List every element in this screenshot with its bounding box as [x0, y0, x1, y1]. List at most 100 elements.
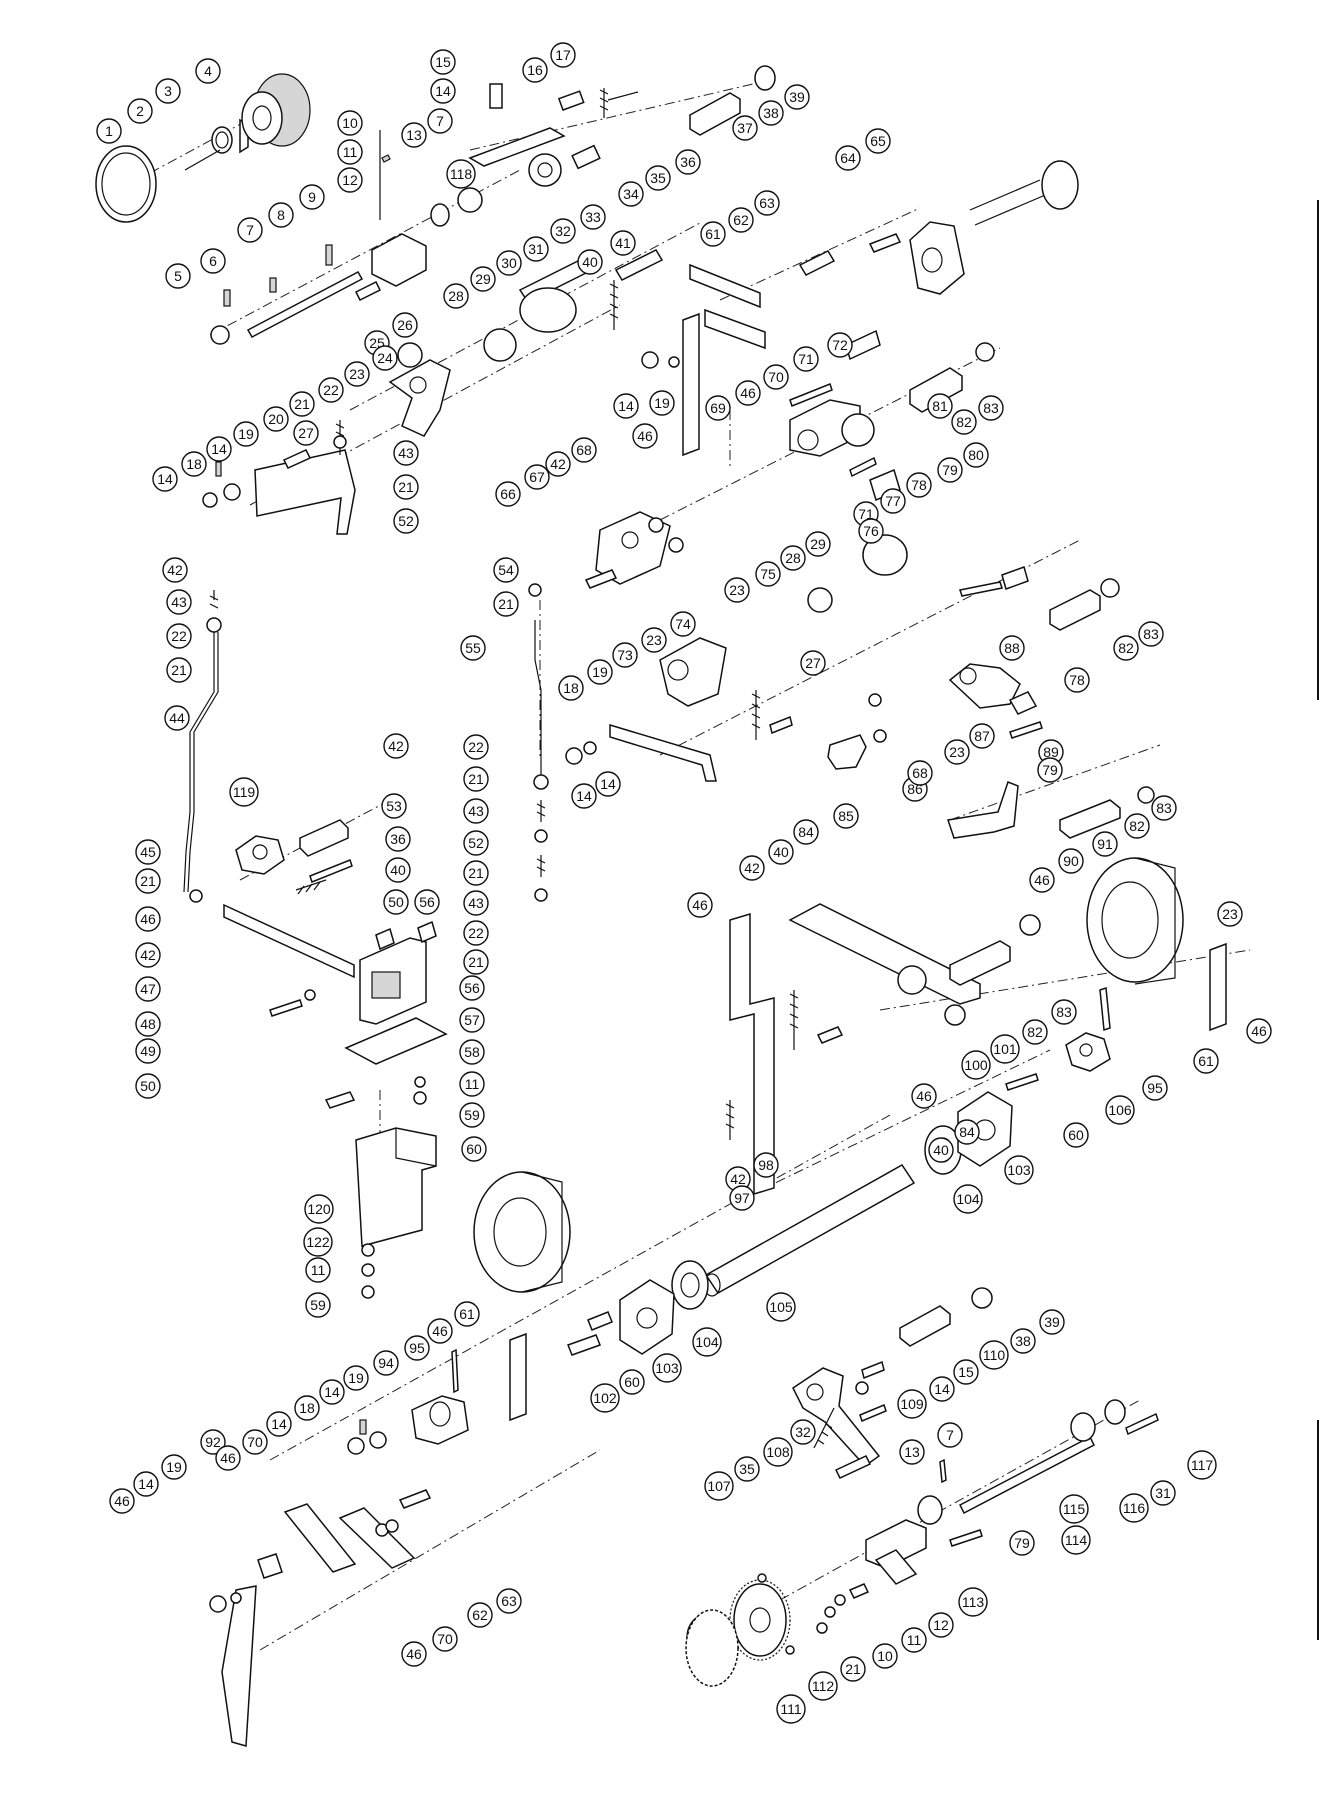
callout-bubble — [459, 1071, 485, 1097]
callout-number: 105 — [769, 1299, 793, 1315]
callout-number: 7 — [946, 1427, 954, 1443]
callout-47: 47 — [135, 976, 161, 1002]
callout-number: 103 — [1007, 1162, 1031, 1178]
callout-bubble — [430, 49, 456, 75]
callout-number: 20 — [268, 411, 284, 427]
callout-119: 119 — [229, 777, 259, 807]
callout-108: 108 — [763, 1437, 793, 1467]
callout-94: 94 — [373, 1350, 399, 1376]
callout-39: 39 — [1039, 1309, 1065, 1335]
callout-bubble — [463, 860, 489, 886]
callout-38: 38 — [758, 100, 784, 126]
callout-number: 42 — [388, 738, 404, 754]
callout-number: 21 — [468, 954, 484, 970]
callout-number: 46 — [637, 428, 653, 444]
callout-83: 83 — [1151, 795, 1177, 821]
callout-bubble — [705, 395, 731, 421]
callout-bubble — [493, 557, 519, 583]
callout-bubble — [305, 1257, 331, 1283]
main-shaft — [567, 1091, 1013, 1356]
callout-number: 27 — [298, 425, 314, 441]
callout-43: 43 — [166, 589, 192, 615]
callout-19: 19 — [587, 659, 613, 685]
callout-number: 59 — [464, 1107, 480, 1123]
callout-bubble — [430, 78, 456, 104]
callout-70: 70 — [763, 364, 789, 390]
callout-number: 82 — [1129, 818, 1145, 834]
callout-bubble — [612, 642, 638, 668]
callout-number: 45 — [140, 844, 156, 860]
callout-bubble — [805, 531, 831, 557]
callout-number: 61 — [705, 226, 721, 242]
callout-bubble — [166, 623, 192, 649]
callout-number: 21 — [398, 479, 414, 495]
callout-number: 21 — [498, 596, 514, 612]
callout-bubble — [181, 451, 207, 477]
callout-number: 12 — [933, 1617, 949, 1633]
callout-110: 110 — [979, 1340, 1009, 1370]
callout-bubble — [432, 1626, 458, 1652]
callout-19: 19 — [233, 421, 259, 447]
callout-12: 12 — [337, 167, 363, 193]
callout-46: 46 — [632, 423, 658, 449]
callout-78: 78 — [906, 472, 932, 498]
callout-number: 70 — [437, 1631, 453, 1647]
callout-number: 14 — [211, 441, 227, 457]
lever-73-arm-74 — [565, 637, 793, 782]
callout-number: 40 — [390, 862, 406, 878]
callout-bubble — [763, 1437, 793, 1467]
callout-number: 14 — [600, 776, 616, 792]
callout-number: 21 — [845, 1661, 861, 1677]
callout-82: 82 — [1022, 1019, 1048, 1045]
callout-number: 13 — [904, 1444, 920, 1460]
callout-21: 21 — [463, 766, 489, 792]
callout-101: 101 — [990, 1034, 1020, 1064]
callout-bubble — [467, 1602, 493, 1628]
callout-38: 38 — [1010, 1328, 1036, 1354]
callout-number: 31 — [528, 241, 544, 257]
callout-number: 22 — [171, 628, 187, 644]
callout-bubble — [135, 942, 161, 968]
callout-bubble — [337, 139, 363, 165]
callout-bubble — [393, 508, 419, 534]
callout-number: 46 — [740, 385, 756, 401]
callout-number: 84 — [798, 824, 814, 840]
callout-number: 7 — [436, 113, 444, 129]
callout-84: 84 — [793, 819, 819, 845]
callout-number: 14 — [576, 788, 592, 804]
callout-bubble — [454, 1301, 480, 1327]
callout-number: 12 — [342, 172, 358, 188]
callout-number: 78 — [911, 477, 927, 493]
callout-bubble — [724, 577, 750, 603]
callout-bubble — [1150, 1480, 1176, 1506]
callout-bubble — [944, 739, 970, 765]
callout-18: 18 — [294, 1395, 320, 1421]
callout-43: 43 — [463, 890, 489, 916]
callout-115: 115 — [1059, 1494, 1089, 1524]
callout-bubble — [383, 733, 409, 759]
callout-number: 52 — [398, 513, 414, 529]
callout-4: 4 — [195, 58, 221, 84]
callout-14: 14 — [133, 1471, 159, 1497]
callout-number: 122 — [306, 1234, 330, 1250]
callout-27: 27 — [800, 650, 826, 676]
callout-bubble — [739, 855, 765, 881]
callout-number: 71 — [858, 506, 874, 522]
callout-bubble — [652, 1353, 682, 1383]
callout-number: 38 — [1015, 1333, 1031, 1349]
callout-bubble — [195, 58, 221, 84]
callout-14: 14 — [613, 393, 639, 419]
callout-40: 40 — [385, 857, 411, 883]
callout-23: 23 — [944, 739, 970, 765]
callout-bubble — [523, 236, 549, 262]
bell-crank-left — [202, 342, 451, 535]
callout-107: 107 — [704, 1471, 734, 1501]
callout-bubble — [953, 1184, 983, 1214]
callout-bubble — [766, 1292, 796, 1322]
callout-number: 54 — [498, 562, 514, 578]
callout-number: 63 — [759, 195, 775, 211]
right-upper-cluster — [789, 329, 1029, 613]
callout-number: 70 — [247, 1434, 263, 1450]
callout-23: 23 — [641, 627, 667, 653]
callout-35: 35 — [734, 1456, 760, 1482]
